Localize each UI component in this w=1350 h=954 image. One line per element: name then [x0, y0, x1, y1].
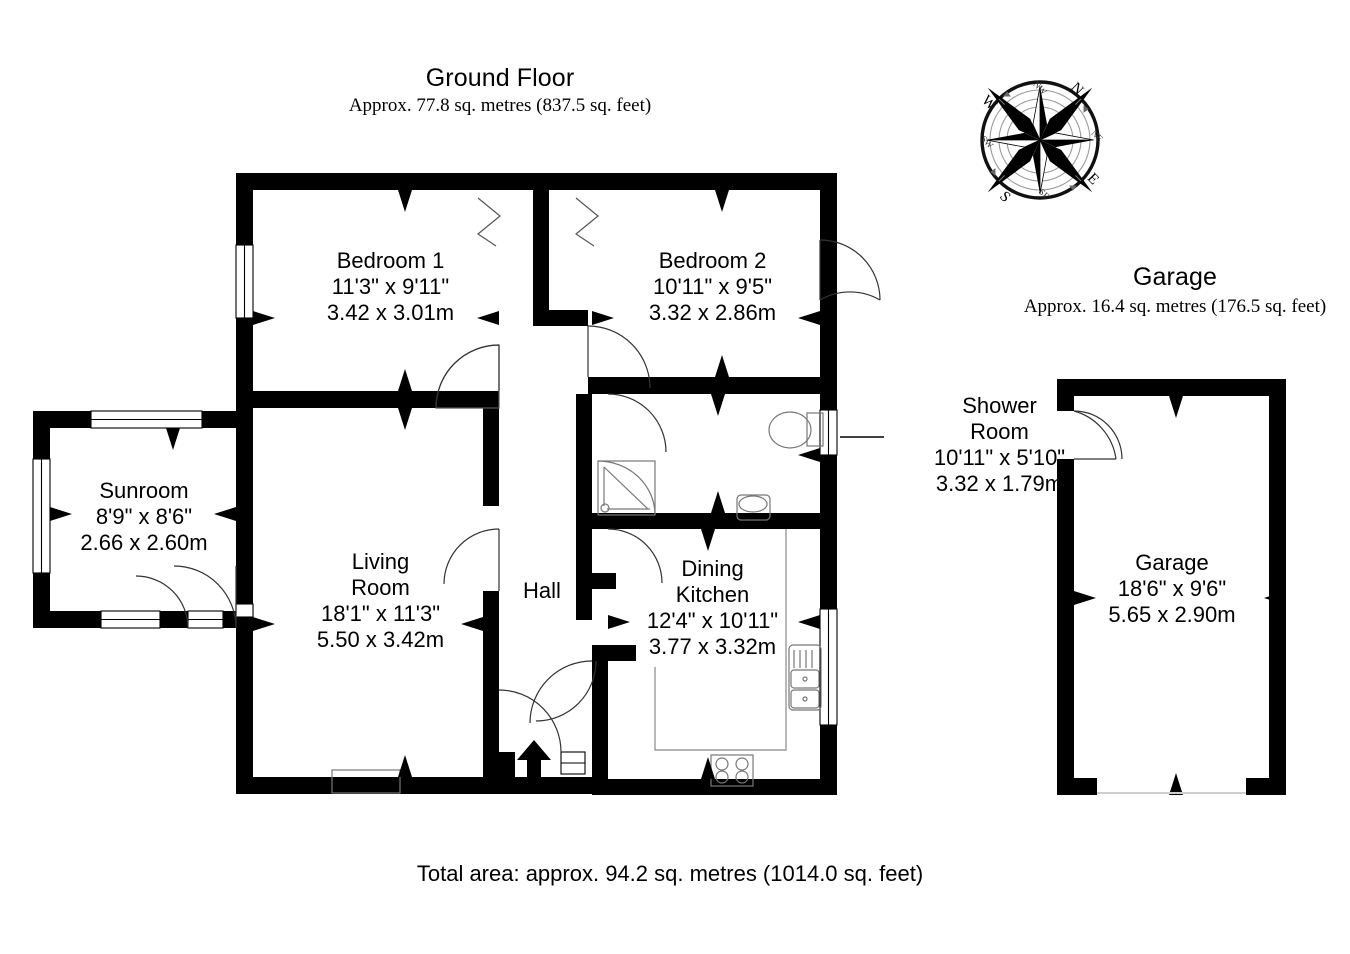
- dining-kitchen-metric: 3.77 x 3.32m: [648, 633, 777, 659]
- sunroom-name: Sunroom: [99, 478, 189, 503]
- total-area-label: Total area: approx. 94.2 sq. metres (101…: [416, 861, 924, 886]
- shower-room-metric: 3.32 x 1.79m: [935, 470, 1064, 496]
- sunroom-imperial: 8'9" x 8'6": [95, 503, 193, 529]
- garage-section-title: Garage: [1133, 263, 1217, 291]
- basin-icon: [736, 494, 771, 521]
- room-label-living-room: Living Room 18'1" x 11'3" 5.50 x 3.42m: [268, 549, 493, 653]
- living-room-name: Living: [351, 549, 410, 574]
- entrance-arrow-icon: [517, 740, 551, 786]
- dining-kitchen-name-line2: Kitchen: [675, 581, 750, 607]
- garage-metric: 5.65 x 2.90m: [1108, 601, 1236, 627]
- bedroom-2-name: Bedroom 2: [658, 248, 767, 273]
- bedroom-2-imperial: 10'11" x 9'5": [652, 273, 773, 299]
- room-label-hall: Hall: [523, 578, 561, 603]
- fixtures-group: [331, 411, 824, 794]
- compass-rose-icon: N E S W NE SE SW NW: [978, 79, 1105, 206]
- windows: [32, 244, 838, 775]
- shower-room-name-line2: Room: [970, 418, 1029, 444]
- living-room-imperial: 18'1" x 11'3": [320, 600, 441, 626]
- room-label-bedroom-1: Bedroom 1 11'3" x 9'11" 3.42 x 3.01m: [278, 248, 503, 326]
- room-label-bedroom-2: Bedroom 2 10'11" x 9'5" 3.32 x 2.86m: [600, 248, 825, 326]
- door-swings: [135, 197, 881, 753]
- kitchen-worktop: [654, 529, 787, 751]
- svg-text:S: S: [996, 189, 1013, 206]
- sunroom-walls: [33, 411, 253, 628]
- shower-room-name: Shower: [962, 393, 1037, 418]
- bedroom-1-imperial: 11'3" x 9'11": [331, 273, 450, 299]
- dining-kitchen-imperial: 12'4" x 10'11": [646, 607, 779, 633]
- garage-door-swing: [1073, 410, 1123, 460]
- corner-shower-icon: [597, 460, 656, 516]
- living-room-name-line2: Room: [351, 574, 410, 600]
- garage-imperial: 18'6" x 9'6": [1117, 575, 1227, 601]
- ground-floor-title: Ground Floor: [425, 64, 575, 92]
- living-room-metric: 5.50 x 3.42m: [316, 626, 445, 652]
- shower-room-imperial: 10'11" x 5'10": [933, 444, 1066, 470]
- room-label-shower-room: Shower Room 10'11" x 5'10" 3.32 x 1.79m: [877, 393, 1122, 497]
- toilet-icon: [768, 411, 824, 449]
- bedroom-1-name: Bedroom 1: [336, 248, 445, 273]
- room-label-dining-kitchen: Dining Kitchen 12'4" x 10'11" 3.77 x 3.3…: [600, 556, 825, 660]
- ground-floor-subtitle: Approx. 77.8 sq. metres (837.5 sq. feet): [348, 95, 652, 116]
- svg-text:NE: NE: [1089, 128, 1105, 144]
- dining-kitchen-name: Dining: [681, 556, 744, 581]
- bedroom-1-metric: 3.42 x 3.01m: [326, 299, 455, 325]
- sink-with-drainer-icon: [788, 644, 822, 711]
- fireplace-icon: [331, 769, 401, 794]
- sunroom-metric: 2.66 x 2.60m: [80, 529, 208, 555]
- room-label-sunroom: Sunroom 8'9" x 8'6" 2.66 x 2.60m: [35, 478, 253, 556]
- garage-section-subtitle: Approx. 16.4 sq. metres (176.5 sq. feet): [1023, 296, 1327, 317]
- garage-name: Garage: [1135, 550, 1209, 575]
- garage-walls: [1057, 379, 1286, 795]
- bedroom-2-metric: 3.32 x 2.86m: [648, 299, 777, 325]
- room-label-garage: Garage 18'6" x 9'6" 5.65 x 2.90m: [1062, 550, 1282, 628]
